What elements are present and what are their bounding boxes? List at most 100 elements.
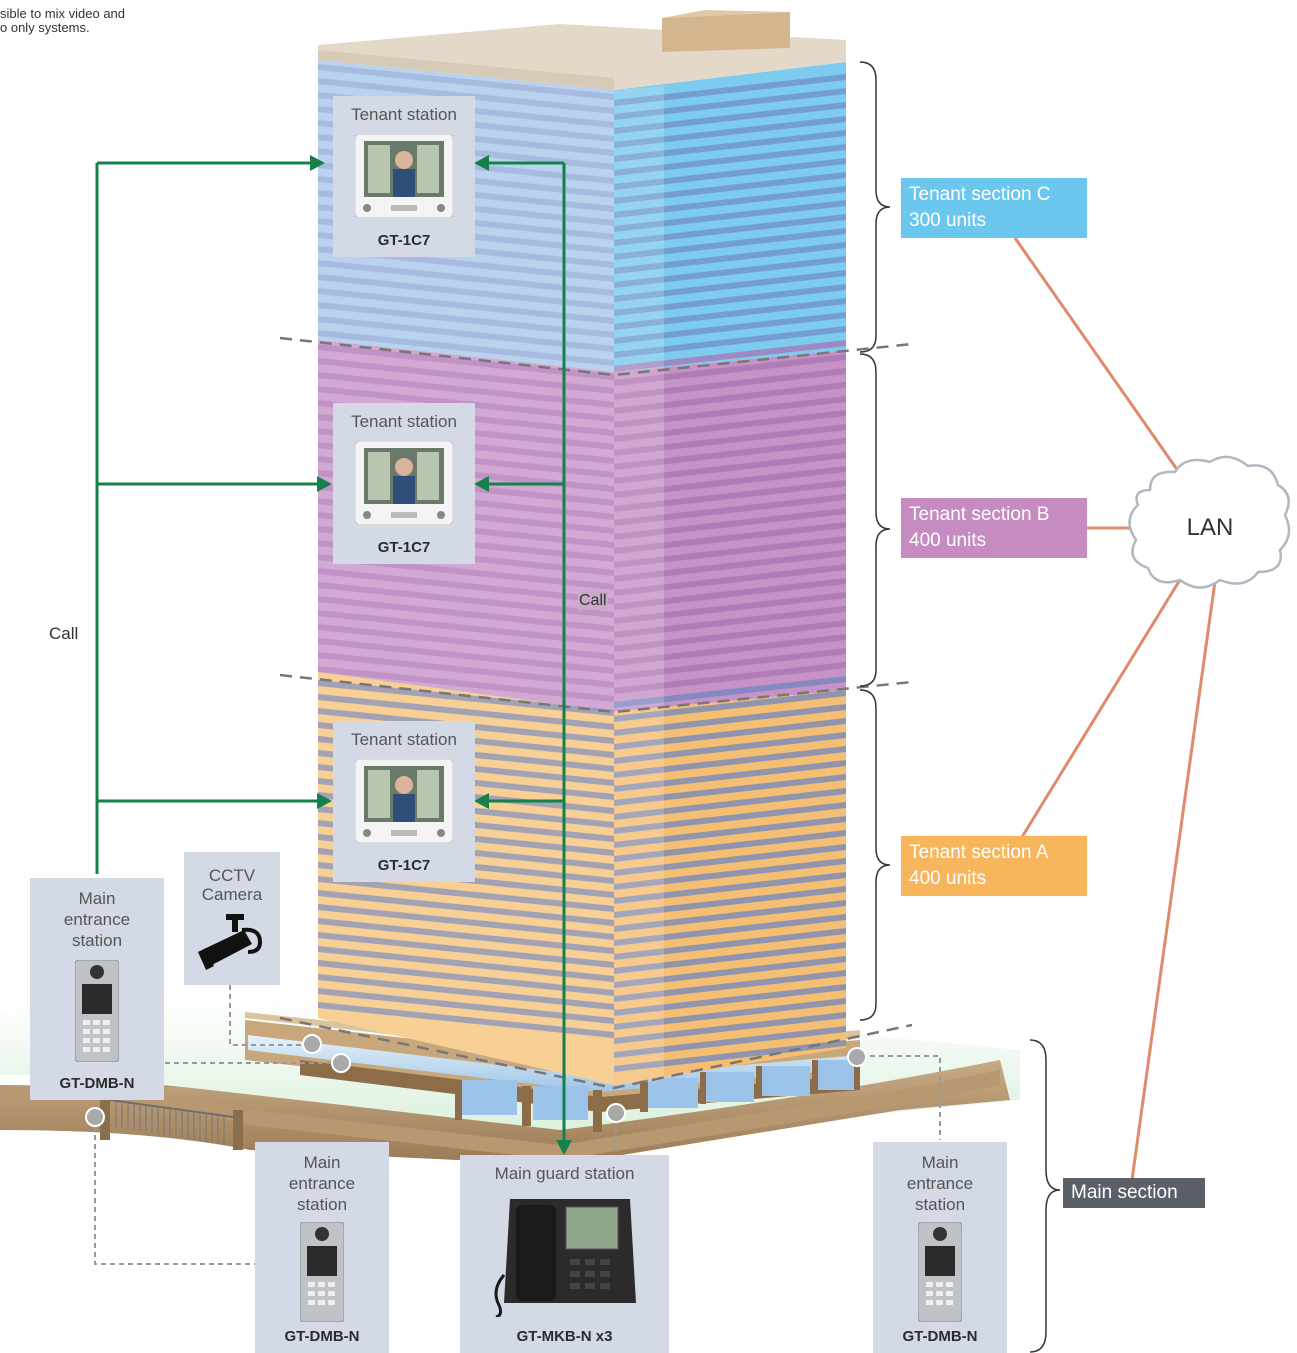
window-stripe bbox=[614, 186, 846, 218]
window-stripe bbox=[318, 974, 614, 1010]
entrance-station-model: GT-DMB-N bbox=[902, 1328, 978, 1345]
window-stripe bbox=[318, 316, 614, 352]
window-stripe bbox=[318, 666, 614, 702]
window-stripe bbox=[614, 116, 846, 148]
window-stripe bbox=[614, 410, 846, 442]
lan-cloud bbox=[1128, 455, 1291, 589]
window-stripe bbox=[614, 270, 846, 302]
lan-lines bbox=[1013, 237, 1218, 1181]
window-stripe bbox=[318, 946, 614, 982]
window-stripe bbox=[318, 960, 614, 996]
window-stripe bbox=[614, 802, 846, 834]
window-stripe bbox=[614, 830, 846, 862]
section-braces bbox=[859, 61, 1061, 1353]
window-stripe bbox=[614, 704, 846, 736]
tenant-station-c: Tenant station GT-1C7 bbox=[333, 96, 475, 257]
window-stripe bbox=[318, 1002, 614, 1038]
window-stripe bbox=[614, 466, 846, 498]
window-stripe bbox=[614, 942, 846, 974]
tenant-station-model: GT-1C7 bbox=[377, 857, 431, 874]
window-stripe bbox=[614, 424, 846, 456]
window-stripe bbox=[614, 662, 846, 694]
window-stripe bbox=[318, 610, 614, 646]
window-stripe bbox=[614, 998, 846, 1030]
window-stripe bbox=[614, 522, 846, 554]
window-stripe bbox=[614, 788, 846, 820]
tower-right-face bbox=[614, 62, 846, 1085]
window-stripe bbox=[318, 274, 614, 310]
window-stripe bbox=[614, 494, 846, 526]
window-stripe bbox=[614, 592, 846, 624]
window-stripe bbox=[318, 890, 614, 926]
call-label-center: Call bbox=[578, 592, 608, 610]
window-stripe bbox=[318, 568, 614, 604]
window-stripe bbox=[614, 620, 846, 652]
window-stripe bbox=[614, 886, 846, 918]
window-stripe bbox=[614, 340, 846, 372]
window-stripe bbox=[318, 904, 614, 940]
window-stripe bbox=[318, 918, 614, 954]
call-label-left: Call bbox=[49, 624, 79, 643]
entrance-title-line1: Main bbox=[303, 1153, 341, 1172]
section-c-units: 300 units bbox=[909, 210, 987, 231]
window-stripe bbox=[614, 578, 846, 610]
call-arrowheads bbox=[310, 155, 572, 1155]
lan-label: LAN bbox=[1186, 514, 1234, 541]
window-stripe bbox=[614, 1012, 846, 1044]
cctv-camera-panel: CCTV Camera bbox=[184, 852, 280, 985]
window-stripe bbox=[318, 358, 614, 394]
window-stripe bbox=[318, 260, 614, 296]
window-stripe bbox=[614, 480, 846, 512]
main-section-label: Main section bbox=[1063, 1178, 1205, 1208]
section-dividers bbox=[279, 336, 913, 1090]
section-b-name: Tenant section B bbox=[909, 504, 1050, 525]
entrance-title-line1: Main bbox=[921, 1153, 959, 1172]
top-note: sible to mix video and o only systems. bbox=[0, 7, 125, 35]
window-stripe bbox=[614, 102, 846, 134]
window-stripe bbox=[318, 344, 614, 380]
window-stripe bbox=[614, 172, 846, 204]
window-stripe bbox=[614, 536, 846, 568]
window-stripe bbox=[318, 582, 614, 618]
gate bbox=[100, 1092, 243, 1150]
window-stripe bbox=[614, 382, 846, 414]
window-stripe bbox=[614, 228, 846, 260]
entrance-panel-icon bbox=[300, 1222, 344, 1322]
window-stripe bbox=[614, 984, 846, 1016]
window-stripe bbox=[614, 438, 846, 470]
section-c-name: Tenant section C bbox=[909, 184, 1051, 205]
window-stripe bbox=[614, 256, 846, 288]
window-stripe bbox=[614, 326, 846, 358]
top-note-line2: o only systems. bbox=[0, 20, 90, 35]
window-stripe bbox=[614, 508, 846, 540]
window-stripe bbox=[318, 932, 614, 968]
window-stripe bbox=[614, 298, 846, 330]
cctv-title-line1: CCTV bbox=[208, 866, 256, 885]
tenant-station-a: Tenant station GT-1C7 bbox=[333, 721, 475, 882]
window-stripe bbox=[318, 876, 614, 912]
ground bbox=[0, 1060, 1010, 1165]
guard-station-icon bbox=[494, 1199, 636, 1317]
window-stripe bbox=[614, 690, 846, 722]
window-stripe bbox=[614, 760, 846, 792]
window-stripe bbox=[614, 970, 846, 1002]
window-stripe bbox=[614, 312, 846, 344]
window-stripe bbox=[614, 88, 846, 120]
window-stripe bbox=[614, 550, 846, 582]
window-stripe bbox=[318, 680, 614, 716]
entrance-station-model: GT-DMB-N bbox=[59, 1075, 135, 1092]
monitor-icon bbox=[355, 441, 453, 525]
tenant-section-c-label: Tenant section C 300 units bbox=[901, 178, 1087, 238]
window-stripe bbox=[614, 928, 846, 960]
tenant-station-title: Tenant station bbox=[351, 412, 457, 431]
tenant-station-model: GT-1C7 bbox=[377, 232, 431, 249]
window-stripe bbox=[614, 816, 846, 848]
entrance-station-model: GT-DMB-N bbox=[284, 1328, 360, 1345]
entrance-panel-icon bbox=[918, 1222, 962, 1322]
entrance-title-line3: station bbox=[71, 931, 123, 950]
tower-roof bbox=[318, 10, 846, 90]
monitor-icon bbox=[355, 134, 453, 218]
entrance-panel-icon bbox=[75, 960, 119, 1062]
entrance-title-line3: station bbox=[914, 1195, 966, 1214]
